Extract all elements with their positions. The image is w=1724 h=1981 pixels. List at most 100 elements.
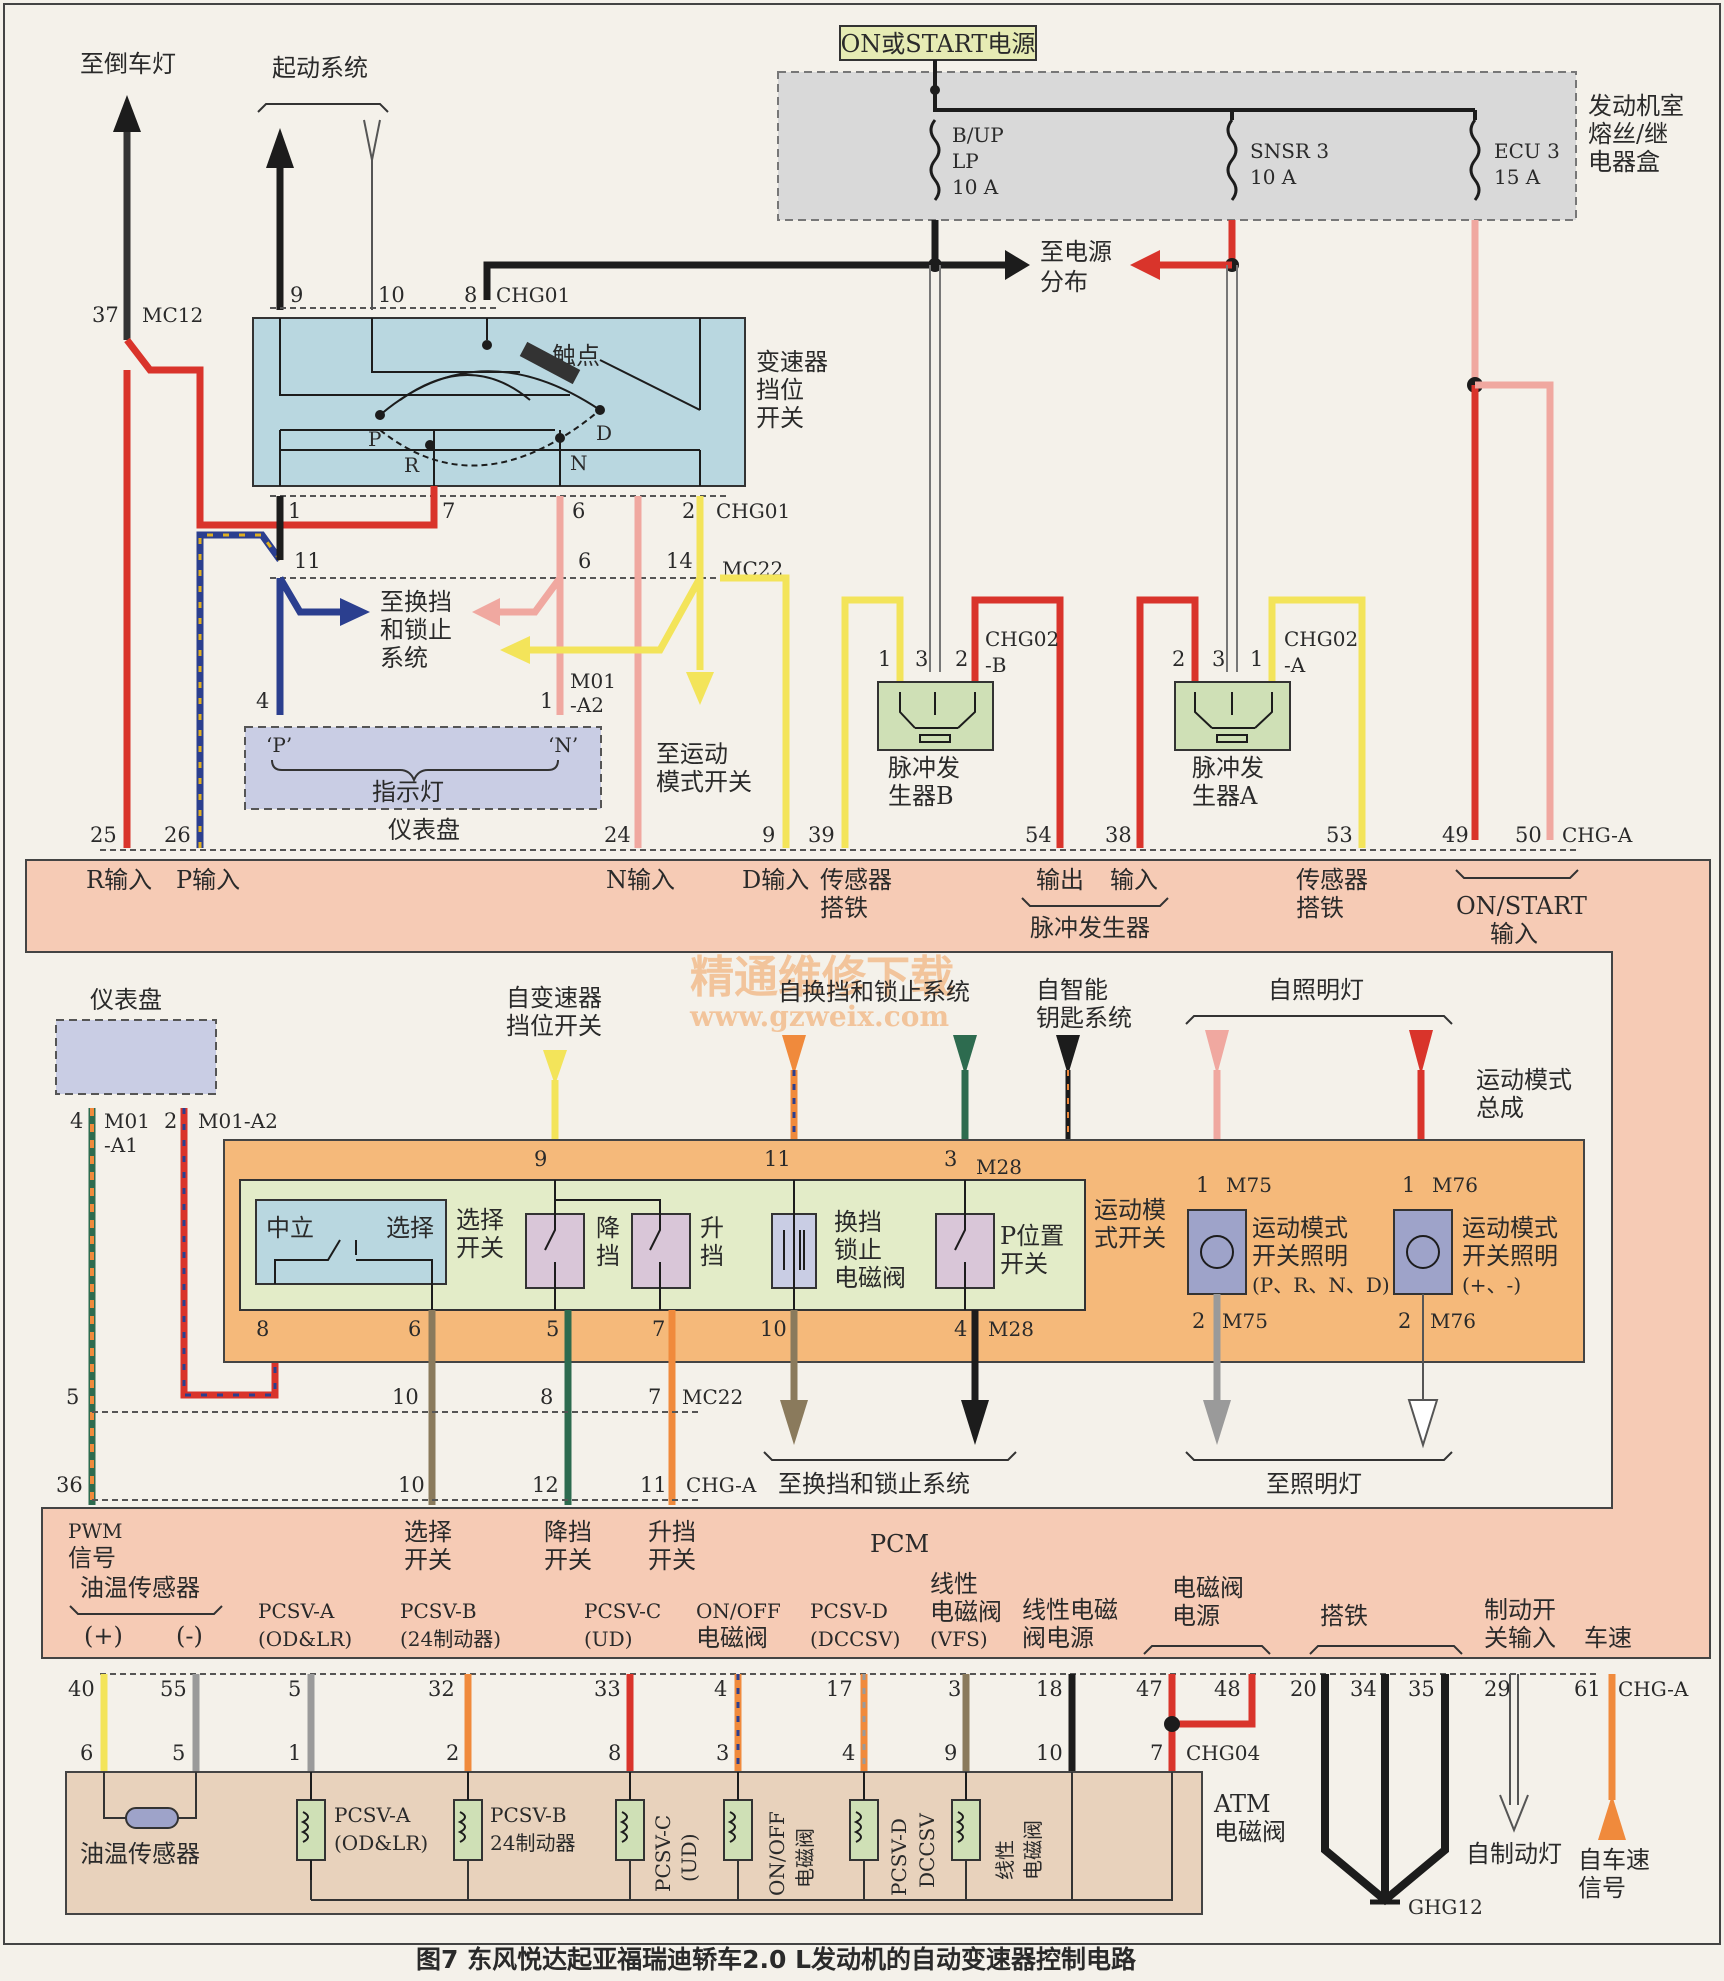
indicator-lamp: 指示灯 [372,778,444,806]
r-input: R输入 [86,866,152,894]
from-speed-1: 自车速 [1578,1846,1650,1874]
vfs-1: 线性 [930,1570,978,1598]
neutral-label: 中立 [266,1214,314,1242]
solenoid-pcsv-c [615,1772,645,1861]
w-brake [1509,1674,1519,1805]
lock-sol-3: 电磁阀 [834,1264,906,1292]
pin-1b: 1 [540,689,553,713]
range-arc-2 [399,374,531,401]
sol-power-bracket [1143,1645,1271,1655]
sp-pin-2: 2 [164,1109,177,1133]
arrow-to-power-dist [1005,250,1030,280]
sp-pin-11: 11 [764,1147,791,1171]
arrow-pink-in [1205,1030,1229,1075]
brake-in-1: 制动开 [1484,1596,1556,1624]
atm-pin-5: 5 [172,1741,185,1765]
oil-temp-bracket [69,1605,223,1615]
fuse-ecu-icon [1469,119,1481,201]
to-lighting: 至照明灯 [1266,1470,1362,1498]
wire-blue-shift [276,576,345,715]
outer-frame [3,3,1721,1945]
lock-sol-2: 锁止 [834,1236,882,1264]
atm-pin-7: 7 [1150,1741,1163,1765]
select-switch-box [255,1199,447,1285]
minus-label: (-) [176,1622,203,1650]
down-1: 降 [596,1214,620,1242]
assembly-1: 运动模式 [1476,1066,1572,1094]
arrow-to-sport [686,672,714,705]
ground-bracket [1309,1645,1463,1655]
pcm-pin-55: 55 [160,1677,187,1701]
indicator-n: ‘N’ [548,733,578,757]
pin-6: 6 [572,499,585,523]
pga-conn-2: -A [1284,653,1306,677]
range-title-1: 变速器 [756,348,828,376]
fuse-b-up-1: B/UP [952,123,1004,147]
sp-bpin-5: 5 [546,1317,559,1341]
atm-pcsv-c-2: (UD) [677,1834,701,1883]
sp-bpin-4: 4 [954,1317,967,1341]
pos-p-node [375,410,385,420]
illum1-1: 运动模式 [1252,1214,1348,1242]
fuse-ecu-2: 15 A [1494,165,1541,189]
pgb-conn-2: -B [985,653,1006,677]
wire-ecu-pink2 [1475,381,1554,840]
pgb-conn-1: CHG02 [985,627,1059,651]
figure-caption: 图7 东风悦达起亚福瑞迪轿车2.0 L发动机的自动变速器控制电路 [416,1945,1137,1974]
starting-system: 起动系统 [272,54,368,82]
pin-8: 8 [464,283,477,307]
pos-p: P [368,427,381,451]
atm-pin-10: 10 [1036,1741,1063,1765]
pga-conn-1: CHG02 [1284,627,1358,651]
sport-switch-1: 运动模 [1094,1196,1166,1224]
arrow-red-in [1409,1030,1433,1075]
oil-temp-label: 油温传感器 [80,1574,200,1602]
sp-bpin-7: 7 [652,1317,665,1341]
arrow-yellow-in [543,1050,567,1085]
wire-reverse-red [124,337,438,529]
wire-pgb-red [971,596,1064,848]
assembly-2: 总成 [1476,1094,1524,1122]
range-switch-box [252,317,746,487]
arrow-reverse [113,95,141,132]
on-start-2: 输入 [1490,920,1538,948]
pin-14: 14 [666,549,693,573]
atm-pcsv-a-2: (OD&LR) [334,1831,428,1855]
pwm-1: PWM [68,1519,123,1543]
down-switch-icon [544,1180,556,1310]
sp-pin-12: 12 [532,1473,559,1497]
atm-pin-2: 2 [446,1741,459,1765]
sp-pin-8b: 8 [540,1385,553,1409]
bar-pin-50: 50 [1515,823,1542,847]
from-smart-2: 钥匙系统 [1036,1004,1132,1032]
illum2-3: (+、-) [1462,1273,1521,1297]
atm-onoff-1: ON/OFF [765,1811,789,1896]
arrow-orange-in [782,1035,806,1075]
atm-pin-6: 6 [80,1741,93,1765]
range-bottom-conn: CHG01 [716,499,790,523]
pcm-pin-33: 33 [594,1677,621,1701]
lamp-1-icon [1200,1235,1234,1269]
d-input: D输入 [742,866,809,894]
atm-pcsv-d-2: DCCSV [915,1813,939,1888]
pcsv-d-2: (DCCSV) [810,1627,900,1651]
pcm-pin-29: 29 [1484,1677,1511,1701]
illum1-3: (P、R、N、D) [1252,1273,1390,1297]
pgb-name-1: 脉冲发 [888,754,960,782]
range-top-conn: CHG01 [496,283,570,307]
instrument-panel-1: 仪表盘 [388,816,460,844]
to-shift-lock-3: 系统 [380,644,428,672]
p-input: P输入 [176,866,240,894]
oil-sensor-wires [103,1772,197,1819]
to-shift-lock-1: 至换挡 [380,588,452,616]
pgb-name-2: 生器B [888,782,954,810]
fuse-bus [933,90,1477,120]
pin-4: 4 [256,689,269,713]
sensor-gnd-2a: 传感器 [1296,866,1368,894]
range-arc-dash [379,409,601,467]
pulse-gen-label: 脉冲发生器 [1030,914,1150,942]
pin-9: 9 [290,283,303,307]
pgb-pin-1: 1 [878,647,891,671]
arrow-black-in [1056,1035,1080,1075]
sp-m76-bottom: M76 [1430,1309,1476,1333]
